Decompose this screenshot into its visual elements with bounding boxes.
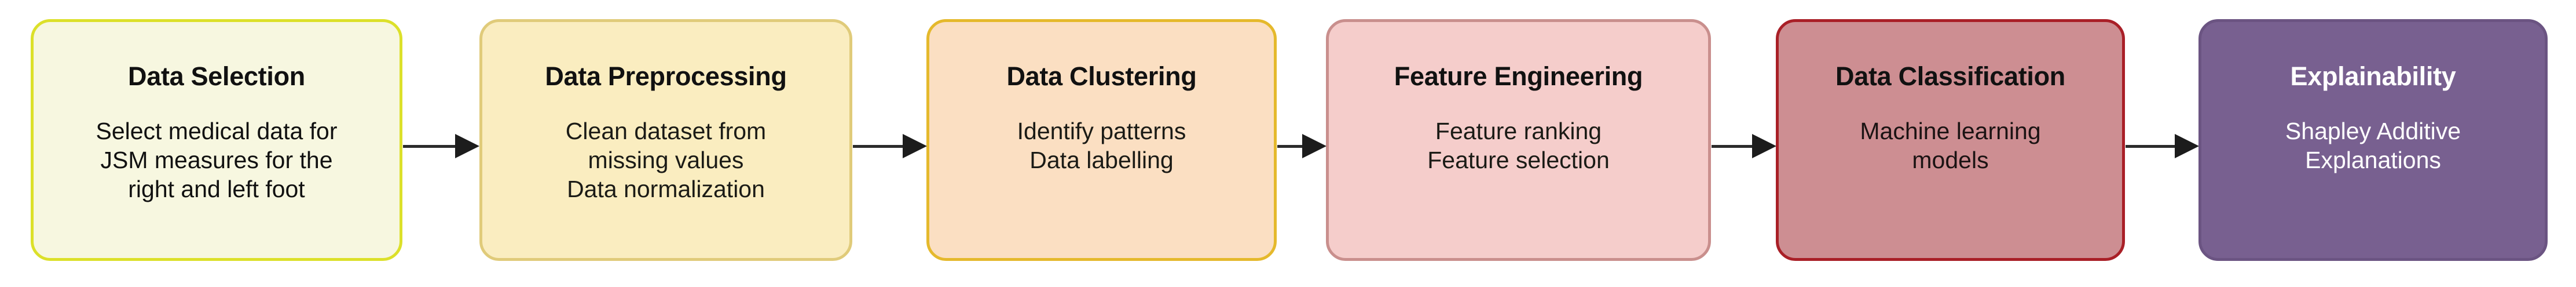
stage-description-line: Feature ranking <box>1435 118 1602 145</box>
arrow-head <box>2175 134 2199 158</box>
stage-description-line: JSM measures for the <box>100 147 333 174</box>
stage-title: Data Classification <box>1835 61 2065 91</box>
stage-description-line: Identify patterns <box>1017 118 1186 145</box>
arrow-head <box>903 134 927 158</box>
stage-description-line: right and left foot <box>128 176 305 203</box>
stage-description-line: Machine learning <box>1860 118 2041 145</box>
arrow-head <box>1302 134 1327 158</box>
stage-description-line: missing values <box>588 147 744 174</box>
stage-description-line: Data normalization <box>567 176 765 203</box>
arrow-shaft <box>2126 145 2177 148</box>
arrow-shaft <box>853 145 905 148</box>
stage-description-line: Explanations <box>2305 147 2441 174</box>
stage-title: Data Preprocessing <box>545 61 787 91</box>
arrow-connector-icon <box>1277 134 1327 158</box>
stage-title: Data Clustering <box>1006 61 1197 91</box>
arrow-head <box>455 134 479 158</box>
stage-title: Data Selection <box>128 61 305 91</box>
arrow-head <box>1752 134 1776 158</box>
stage-description-line: Shapley Additive <box>2285 118 2461 145</box>
stage-description-line: models <box>1912 147 1989 174</box>
stage-description-line: Data labelling <box>1029 147 1174 174</box>
arrow-shaft <box>1277 145 1305 148</box>
arrow-connector-icon <box>403 134 479 158</box>
stage-description-line: Clean dataset from <box>565 118 767 145</box>
arrow-connector-icon <box>1712 134 1776 158</box>
stage-title: Feature Engineering <box>1394 61 1643 91</box>
arrow-shaft <box>403 145 457 148</box>
stage-description-line: Feature selection <box>1427 147 1610 174</box>
stage-title: Explainability <box>2290 61 2456 91</box>
stage-description-line: Select medical data for <box>96 118 338 145</box>
arrow-connector-icon <box>853 134 927 158</box>
arrow-connector-icon <box>2126 134 2199 158</box>
arrow-shaft <box>1712 145 1754 148</box>
